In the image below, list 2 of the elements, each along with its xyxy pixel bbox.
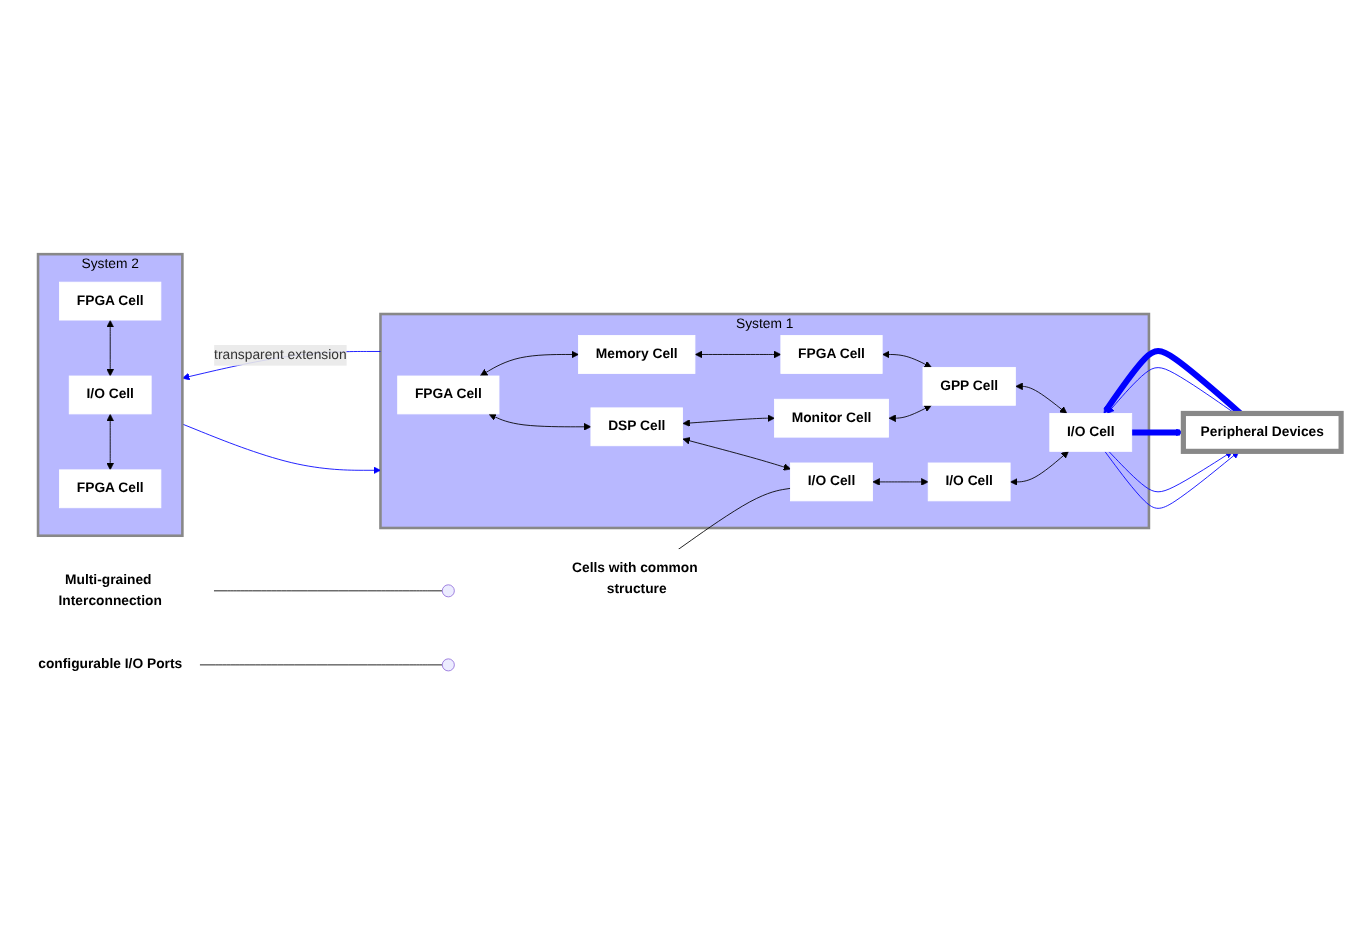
arrow bbox=[1131, 428, 1184, 437]
connector bbox=[677, 487, 791, 550]
